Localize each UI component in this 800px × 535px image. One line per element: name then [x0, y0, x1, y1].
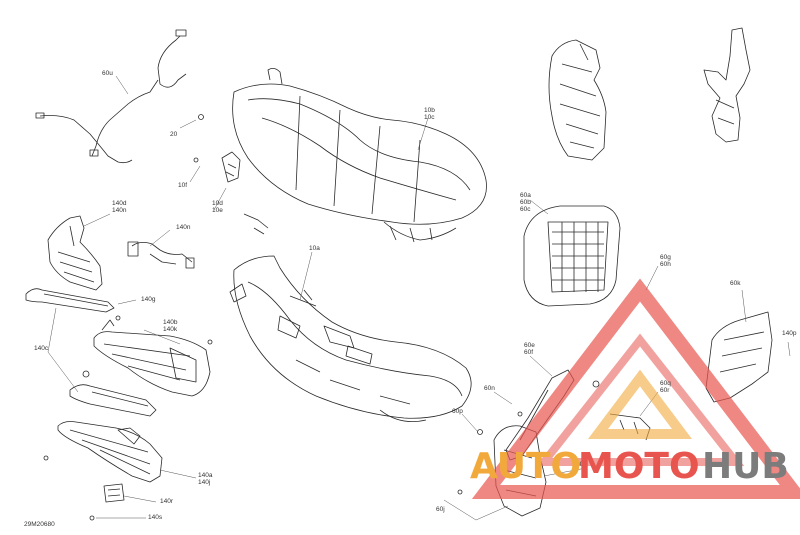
callout-10f: 10f — [178, 182, 188, 189]
screws — [43, 315, 523, 521]
callout-140d: 140d — [112, 200, 127, 207]
small-fasteners — [193, 114, 269, 235]
callout-60q: 60q — [660, 380, 671, 387]
callout-140n-a: 140n — [112, 207, 127, 214]
callout-10a: 10a — [309, 245, 320, 252]
callout-60f: 60f — [524, 349, 534, 356]
callout-140r: 140r — [160, 498, 174, 505]
wire-harness-60u — [35, 29, 187, 164]
callout-60b: 60b — [520, 199, 531, 206]
mounting-bracket — [703, 27, 751, 143]
callout-10c: 10c — [424, 114, 435, 121]
watermark-triangle — [471, 278, 800, 499]
diagram-id: 29M20680 — [24, 521, 55, 528]
lower-panel-140a — [57, 421, 163, 483]
callout-140c: 140c — [34, 345, 49, 352]
callout-140p: 140p — [782, 330, 797, 337]
callout-140b: 140b — [163, 319, 178, 326]
trim-strip-140c — [69, 370, 157, 417]
callout-60j: 60j — [436, 506, 445, 513]
callout-140n-b: 140n — [176, 224, 191, 231]
callout-140a: 140a — [198, 472, 213, 479]
callout-60s: 60s — [576, 461, 587, 468]
watermark-text-moto: MOTO — [578, 446, 700, 487]
trim-strip-140g — [25, 288, 115, 313]
callout-140s: 140s — [148, 514, 163, 521]
watermark-text-auto: AUTO — [470, 446, 582, 487]
callout-10e: 10e — [212, 207, 223, 214]
plate-140r — [103, 483, 125, 503]
callout-60r: 60r — [660, 387, 670, 394]
side-panel-140b — [93, 319, 211, 397]
cover-60a — [523, 205, 621, 307]
harness-140n — [127, 241, 195, 269]
callout-140j: 140j — [198, 479, 211, 486]
callout-140g: 140g — [141, 296, 156, 303]
callout-10d: 10d — [212, 200, 223, 207]
seat-cover-10b — [232, 68, 487, 243]
callout-140k: 140k — [163, 326, 178, 333]
callout-60p: 60p — [452, 408, 463, 415]
side-panel-140d — [47, 215, 103, 291]
callout-10b: 10b — [424, 107, 435, 114]
callout-60g: 60g — [660, 254, 671, 261]
watermark-text-hub: HUB — [702, 446, 789, 487]
callout-60k: 60k — [730, 280, 741, 287]
backrest-bracket — [548, 39, 607, 161]
callout-60n: 60n — [484, 385, 495, 392]
seat-base-10a — [229, 255, 472, 423]
callout-20: 20 — [170, 131, 178, 138]
callout-60c: 60c — [520, 206, 531, 213]
callout-60e: 60e — [524, 342, 535, 349]
callout-60u: 60u — [102, 70, 113, 77]
callout-60a: 60a — [520, 192, 531, 199]
callout-60h: 60h — [660, 261, 671, 268]
